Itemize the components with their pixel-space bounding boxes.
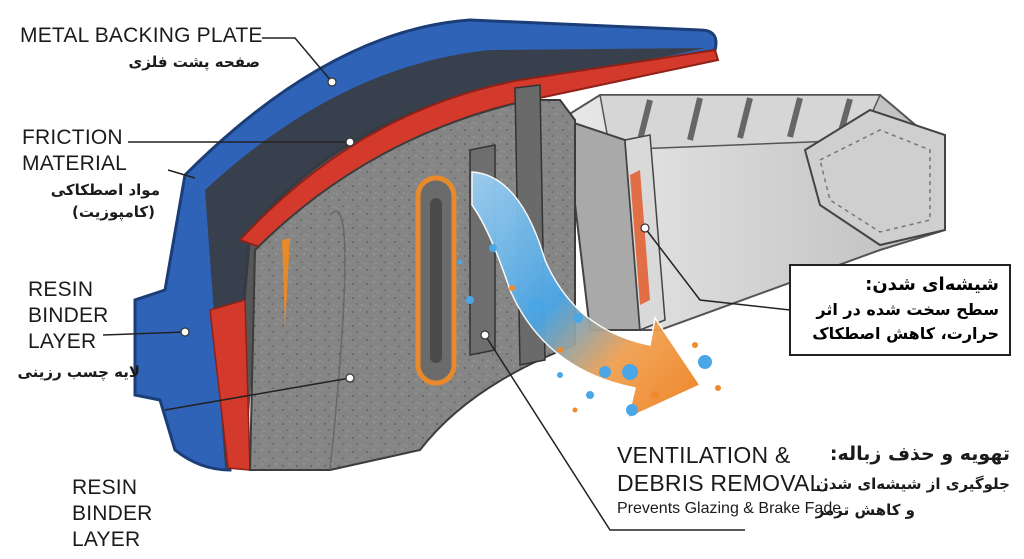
resin-label-line1: RESIN (28, 278, 94, 301)
metal-backing-label: METAL BACKING PLATE (20, 24, 263, 47)
ventilation-subtext: Prevents Glazing & Brake Fade (617, 500, 842, 517)
glazing-callout: شیشه‌ای شدن: سطح سخت شده در اثر حرارت، ک… (789, 264, 1011, 356)
glazing-line1: سطح سخت شده در اثر (816, 300, 999, 319)
resin2-label-line3: LAYER (72, 528, 141, 551)
ventilation-title-fa: تهویه و حذف زباله: (829, 443, 1010, 465)
resin-label-line2: BINDER (28, 304, 109, 327)
resin-label-fa: لایه چسب رزینی (17, 363, 141, 381)
glazing-title: شیشه‌ای شدن: (865, 274, 999, 295)
ventilation-label-line2: DEBRIS REMOVAL: (617, 470, 830, 496)
resin2-label-line2: BINDER (72, 502, 153, 525)
metal-backing-label-fa: صفحه پشت فلزی (128, 53, 260, 71)
ventilation-label-line1: VENTILATION & (617, 442, 791, 468)
resin-label-line3: LAYER (28, 330, 97, 353)
ventilation-fa-line1: جلوگیری از شیشه‌ای شدن (815, 475, 1010, 493)
glazing-line2: حرارت، کاهش اصطکاک (812, 324, 999, 343)
friction-label-fa-line1: مواد اصطکاکی (50, 181, 160, 199)
ventilation-fa-line2: و کاهش ترمز (815, 501, 915, 519)
resin2-label-line1: RESIN (72, 476, 138, 499)
leader-dots (180, 77, 650, 383)
friction-label-fa-line2: (کامپوزیت) (71, 203, 155, 221)
friction-label-line2: MATERIAL (22, 152, 128, 175)
friction-label-line1: FRICTION (22, 126, 123, 149)
leader-lines (102, 37, 791, 531)
debris-particles (457, 244, 721, 416)
glazed-surface (630, 170, 650, 305)
brake-rotor (558, 94, 946, 332)
airflow-arrow (471, 171, 702, 420)
